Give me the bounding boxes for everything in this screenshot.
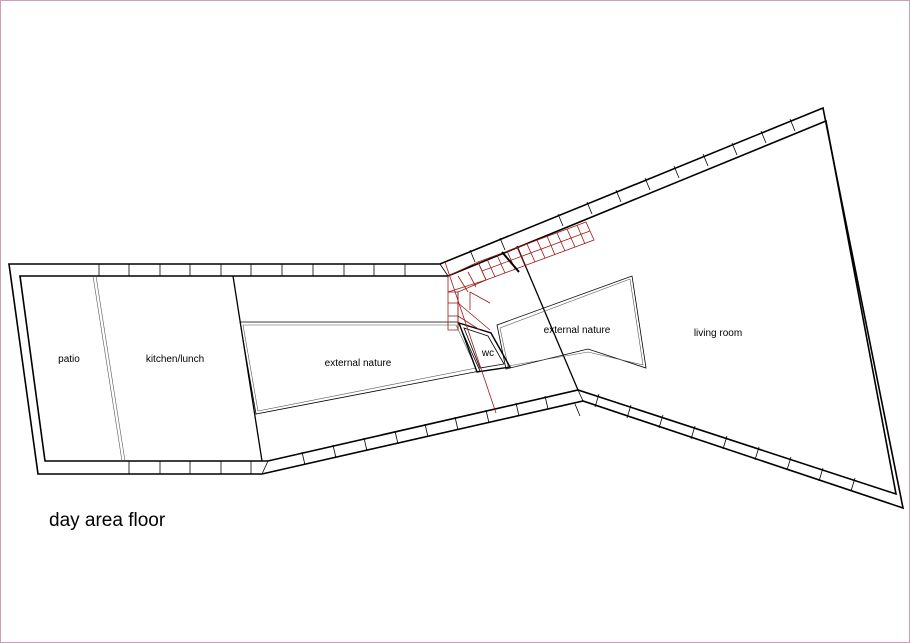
room-label-kitchen: kitchen/lunch bbox=[146, 354, 204, 365]
room-label-patio: patio bbox=[58, 354, 80, 365]
wc-wall-inner bbox=[463, 327, 505, 369]
drawing-title: day area floor bbox=[49, 510, 166, 531]
room-label-external-nature-1: external nature bbox=[325, 358, 392, 369]
outer-walls bbox=[8, 106, 905, 510]
wc-box bbox=[457, 321, 512, 373]
kitchen-divider bbox=[232, 275, 263, 462]
living-divider bbox=[516, 245, 579, 391]
wc-wall-outer bbox=[457, 321, 512, 373]
outer-wall-outline bbox=[8, 106, 905, 510]
patio-divider-2 bbox=[95, 275, 126, 462]
window-mullions bbox=[98, 118, 856, 492]
interior-partitions bbox=[92, 245, 579, 462]
room-label-living-room: living room bbox=[694, 328, 742, 339]
external-nature-right-outline bbox=[496, 275, 647, 370]
room-label-wc: wc bbox=[481, 348, 494, 359]
room-label-external-nature-2: external nature bbox=[544, 325, 611, 336]
stair-rail bbox=[501, 251, 520, 273]
staircase bbox=[444, 221, 595, 414]
courtyards bbox=[239, 275, 647, 415]
patio-divider bbox=[92, 275, 123, 462]
